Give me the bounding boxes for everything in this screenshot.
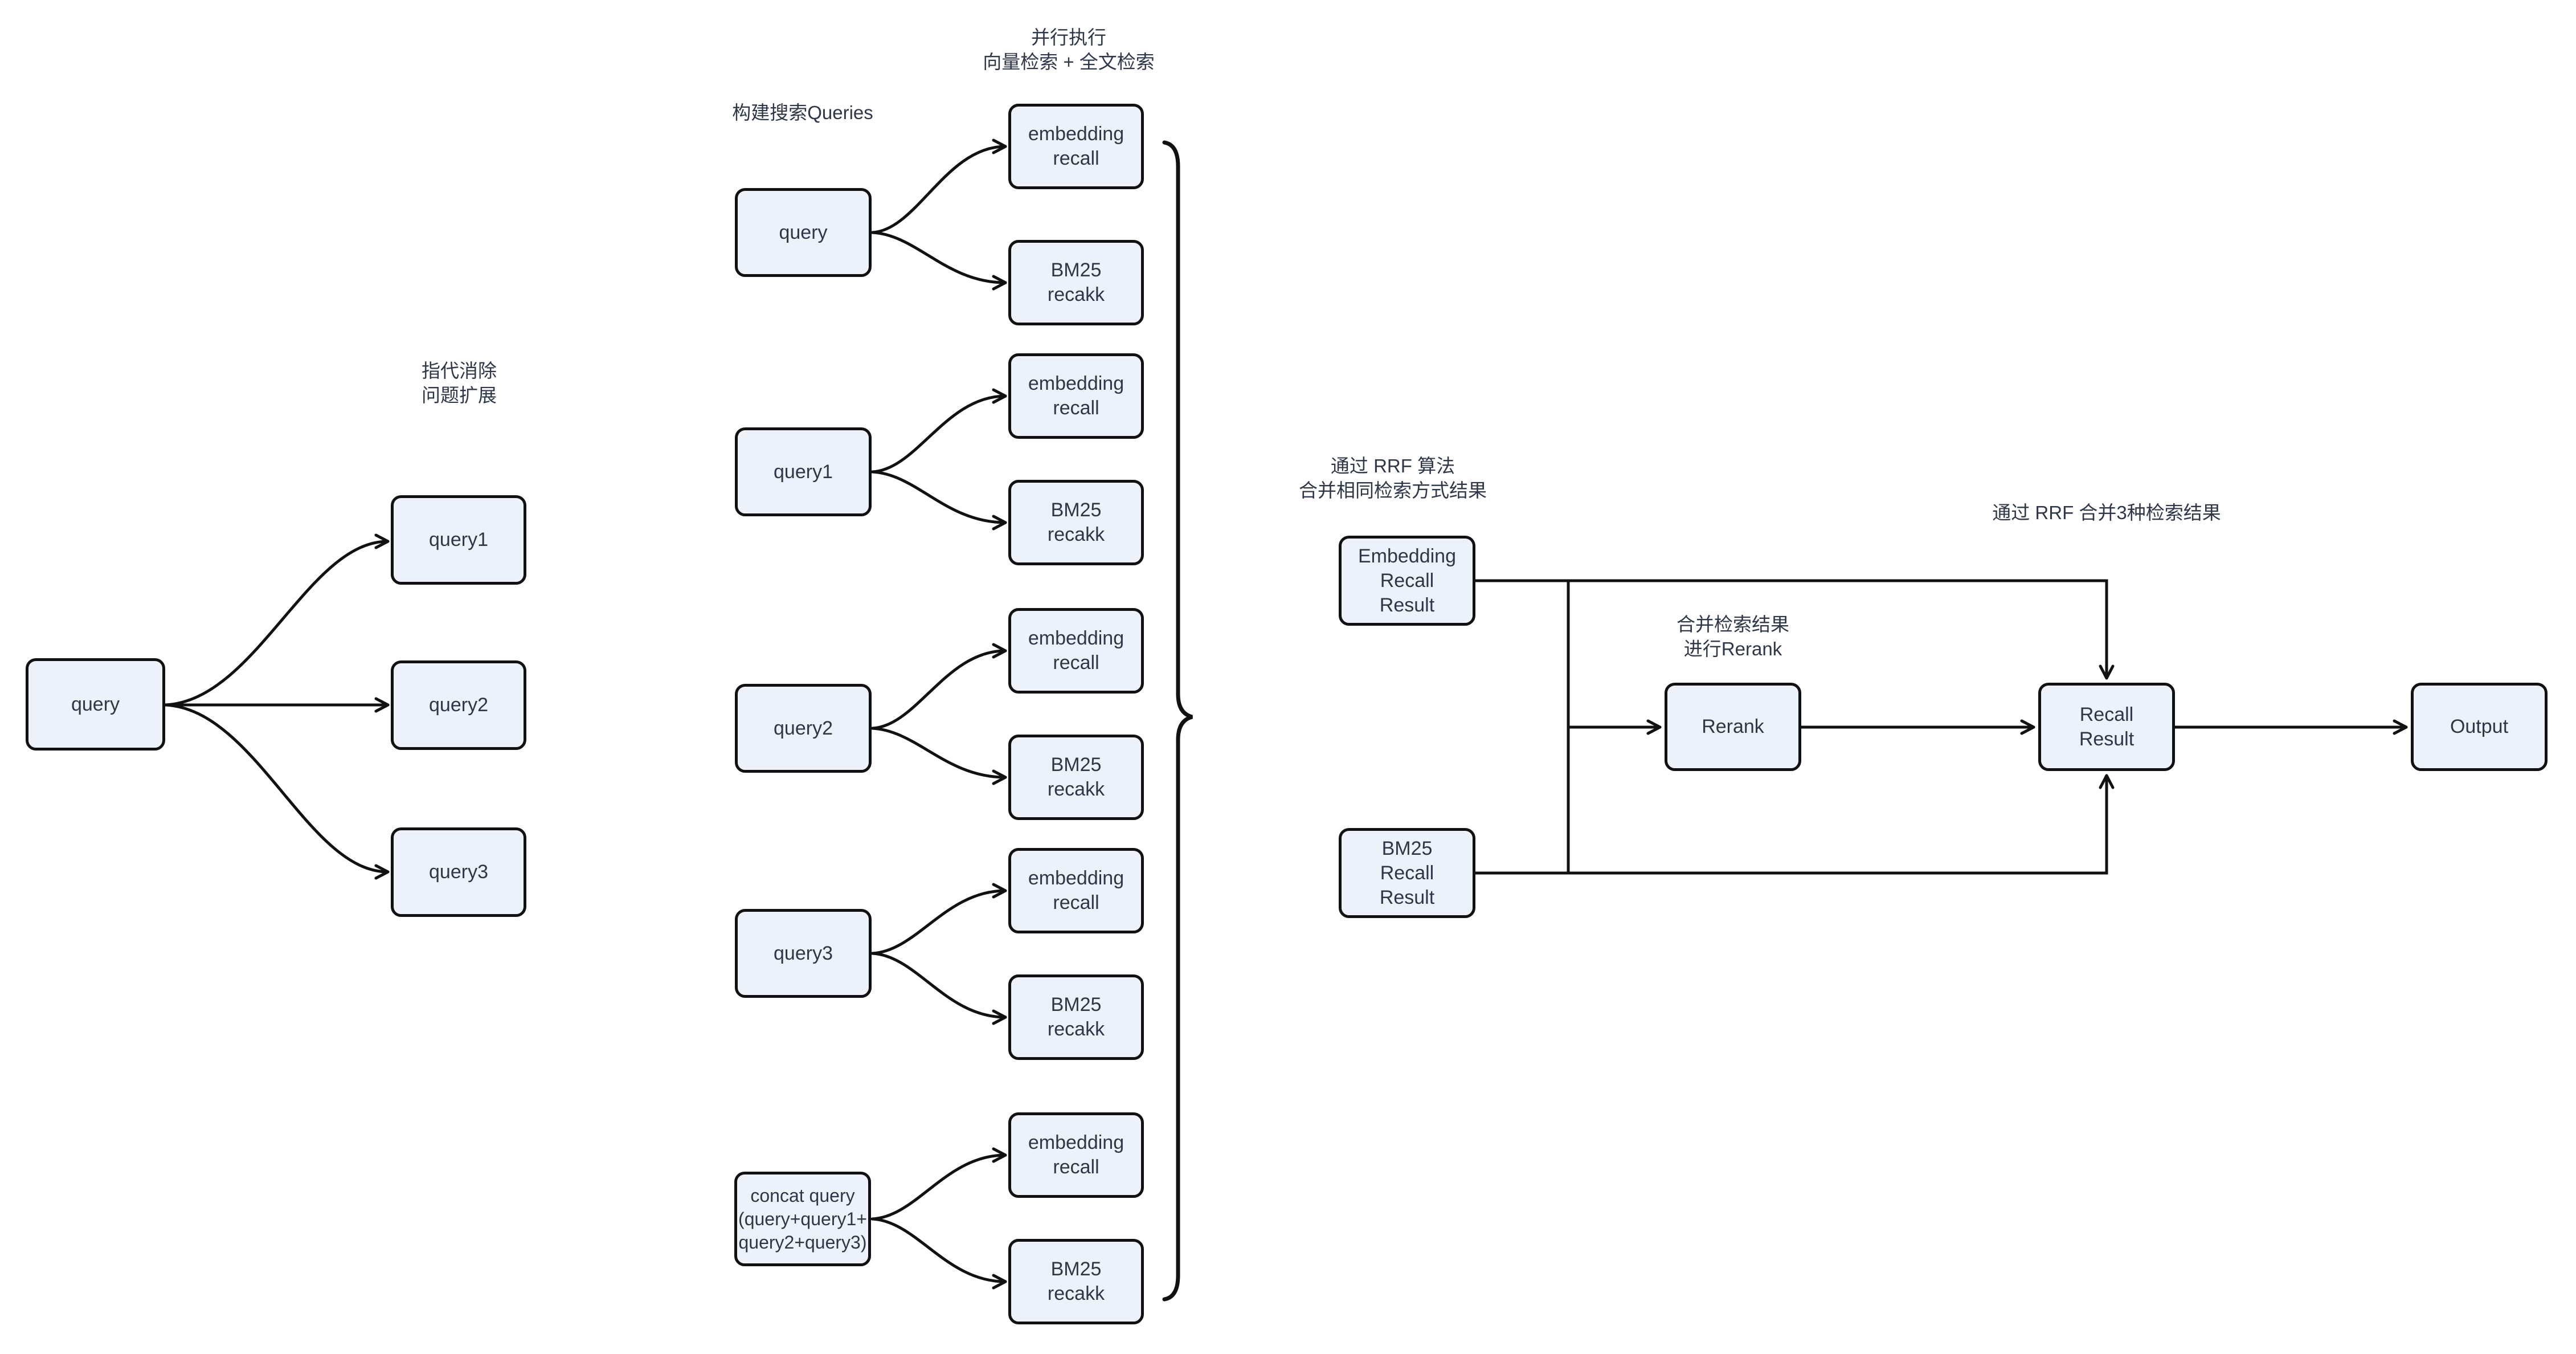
node-query2: query2 — [391, 660, 526, 750]
arrow-midquery1-to-bm25-2 — [870, 470, 1007, 531]
arrow-midquery1-to-embedding2 — [870, 388, 1007, 474]
arrow-query-to-query3 — [163, 703, 390, 880]
curly-brace — [1162, 140, 1193, 1302]
arrow-concat-to-embedding5 — [870, 1147, 1007, 1221]
annotation-merge-rerank: 合并检索结果 进行Rerank — [1677, 614, 1789, 659]
node-query3: query3 — [391, 827, 526, 917]
line-embedding-result-to-recall-result-top — [1474, 579, 2115, 680]
node-bm25-recall-2: BM25 recakk — [1008, 480, 1144, 565]
arrow-midquery3-to-embedding4 — [870, 883, 1007, 955]
line-bm25-result-to-recall-result-bottom — [1474, 774, 2115, 875]
node-embedding-recall-4: embedding recall — [1008, 848, 1144, 933]
node-embedding-recall-1: embedding recall — [1008, 104, 1144, 189]
annotation-rrf-merge-three: 通过 RRF 合并3种检索结果 — [1992, 502, 2221, 523]
node-bm25-recall-result: BM25 Recall Result — [1339, 828, 1475, 918]
node-query-root: query — [26, 658, 165, 751]
node-embedding-recall-5: embedding recall — [1008, 1112, 1144, 1198]
node-mid-query: query — [735, 188, 872, 277]
arrow-midquery3-to-bm25-4 — [870, 952, 1007, 1025]
node-output: Output — [2411, 683, 2548, 771]
node-bm25-recall-4: BM25 recakk — [1008, 974, 1144, 1060]
node-concat-query: concat query (query+query1+ query2+query… — [734, 1172, 871, 1266]
annotation-build-queries: 构建搜索Queries — [732, 102, 873, 123]
node-bm25-recall-5: BM25 recakk — [1008, 1239, 1144, 1324]
arrow-midquery2-to-embedding3 — [870, 643, 1007, 730]
node-mid-query3: query3 — [735, 909, 872, 998]
annotation-coref-expansion: 指代消除 问题扩展 — [422, 360, 497, 406]
arrow-midquery2-to-bm25-3 — [870, 727, 1007, 785]
arrow-midquery-to-bm25-1 — [870, 231, 1007, 291]
node-mid-query1: query1 — [735, 427, 872, 516]
arrow-midquery-to-embedding1 — [870, 138, 1007, 234]
annotation-rrf-merge-same: 通过 RRF 算法 合并相同检索方式结果 — [1299, 455, 1487, 501]
node-bm25-recall-1: BM25 recakk — [1008, 240, 1144, 325]
node-query1: query1 — [391, 495, 526, 585]
node-mid-query2: query2 — [735, 684, 872, 773]
node-embedding-recall-3: embedding recall — [1008, 608, 1144, 694]
node-rerank: Rerank — [1665, 683, 1801, 771]
annotation-parallel-execution: 并行执行 向量检索 + 全文检索 — [983, 27, 1155, 72]
node-bm25-recall-3: BM25 recakk — [1008, 735, 1144, 820]
arrow-concat-to-bm25-5 — [870, 1217, 1007, 1290]
arrow-query-to-query1 — [163, 533, 390, 707]
node-embedding-recall-result: Embedding Recall Result — [1339, 536, 1475, 626]
node-recall-result: Recall Result — [2038, 683, 2175, 771]
node-embedding-recall-2: embedding recall — [1008, 353, 1144, 439]
